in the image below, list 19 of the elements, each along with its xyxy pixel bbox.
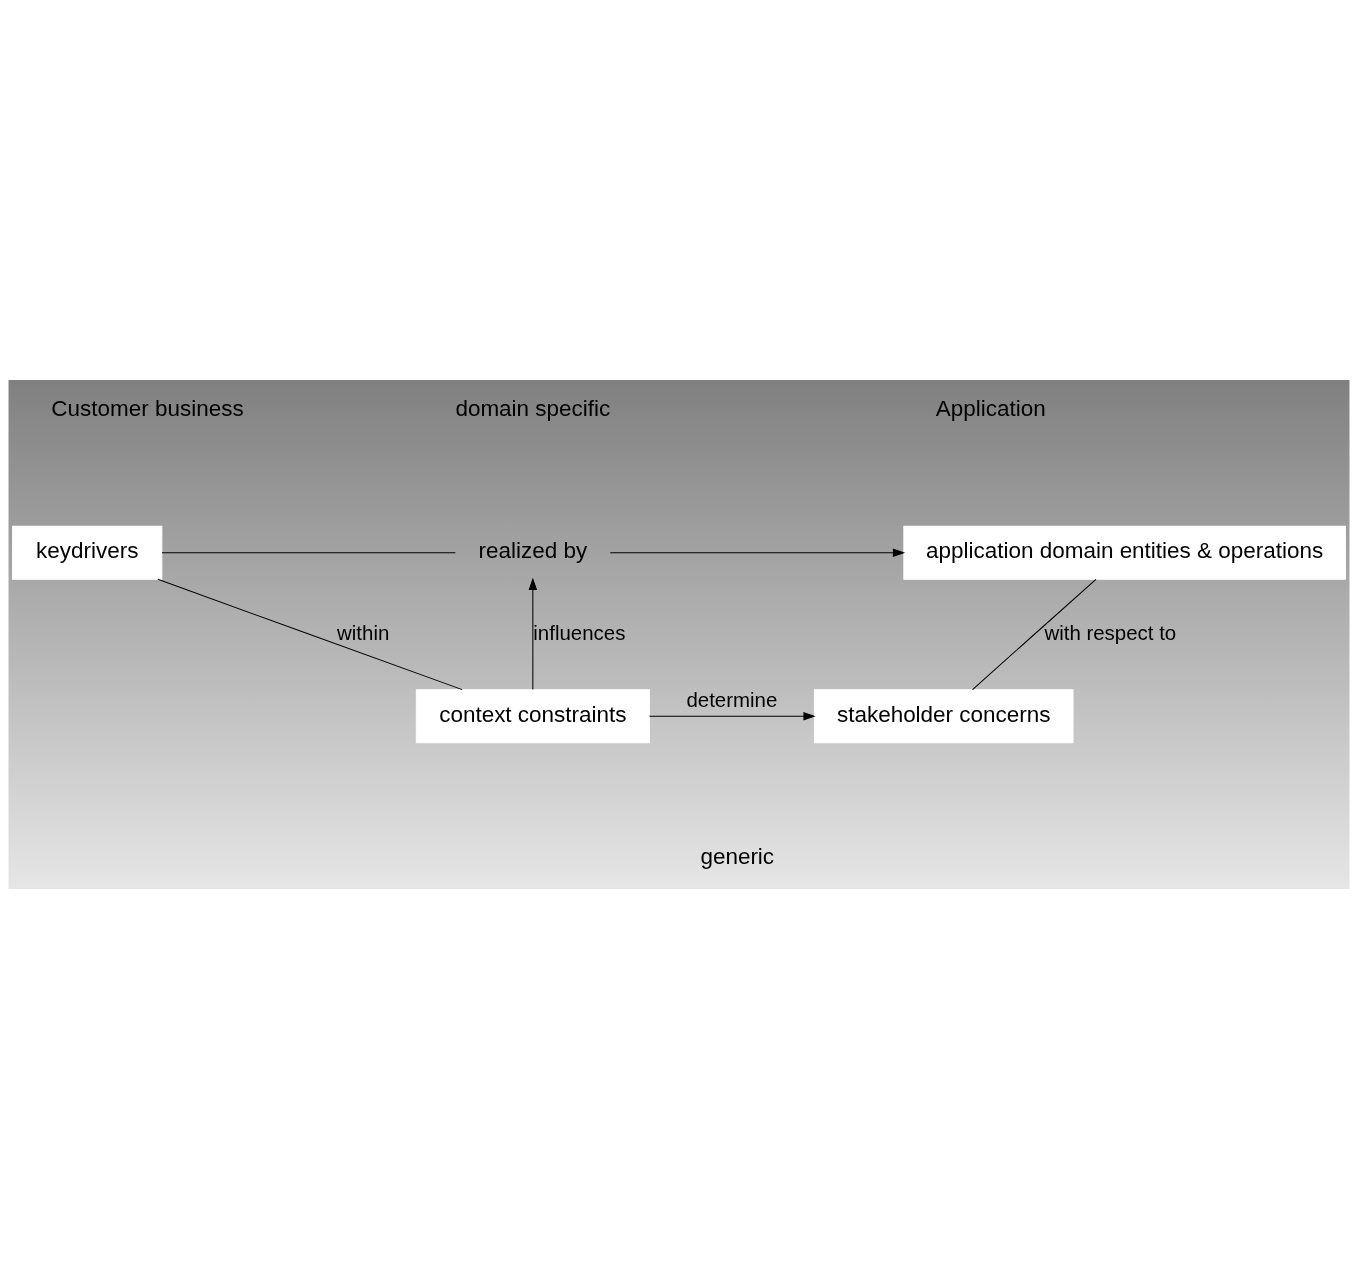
node-box: context constraints bbox=[415, 688, 650, 743]
node-box: application domain entities & operations bbox=[903, 525, 1346, 580]
arrow bbox=[528, 577, 538, 690]
label: domain specific bbox=[455, 395, 611, 421]
connector bbox=[157, 578, 463, 690]
connector bbox=[161, 551, 456, 553]
node-box: keydrivers bbox=[12, 525, 163, 580]
arrow bbox=[648, 711, 816, 721]
label: generic bbox=[700, 843, 775, 869]
node-text: realized by bbox=[478, 537, 588, 563]
edge-label: determine bbox=[686, 687, 778, 711]
edge-label: influences bbox=[533, 620, 626, 644]
node-box: stakeholder concerns bbox=[813, 688, 1074, 743]
label: Customer business bbox=[51, 395, 244, 421]
edge-label: with respect to bbox=[1044, 620, 1177, 644]
arrow bbox=[609, 547, 906, 557]
connector bbox=[972, 578, 1097, 690]
label: Application bbox=[935, 395, 1046, 421]
edge-label: within bbox=[337, 620, 390, 644]
